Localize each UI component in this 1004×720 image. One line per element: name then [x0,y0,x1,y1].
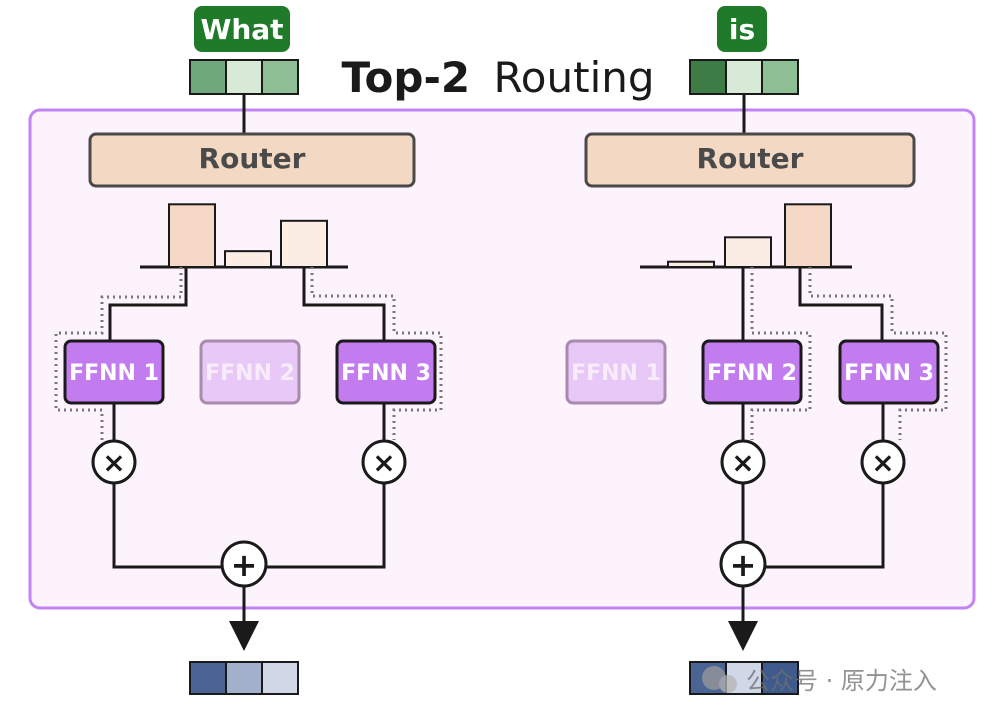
token-label-bg-left [194,6,290,52]
router-label-right: Router [697,142,804,175]
multiply-symbol-1-left: × [102,446,125,479]
multiply-symbol-3-left: × [372,446,395,479]
title-rest: Routing [493,53,654,102]
mult3-to-add-right [765,483,885,569]
add-symbol-left: + [231,546,258,584]
token-vector-right-1 [725,59,763,95]
mult3-to-add-left [266,483,386,569]
route-to-ffnn3-right [798,267,884,340]
ffnn3-box-left [335,339,437,405]
router-box-left [88,132,416,188]
ffnn3-box-right [838,339,940,405]
route-to-ffnn3-left [302,267,386,340]
dotted-path-ffnn3-right [808,267,948,440]
expert-weight-bars-left [168,203,328,269]
ffnn2-box-right [701,339,803,405]
watermark: 公众号 · 原力注入 [702,666,937,695]
watermark-text: 公众号 · 原力注入 [746,667,937,695]
token-label-right: is [729,13,755,46]
output-vector-left-0 [189,661,227,695]
weight-bar-right-expert-1 [667,260,715,269]
wechat-icon-small [719,675,737,693]
token-vector-left-1 [225,59,263,95]
ffnn3-label-left: FFNN 3 [341,361,431,386]
ffnn3-label-right: FFNN 3 [844,361,934,386]
output-vector-left-1 [225,661,263,695]
dotted-path-ffnn3-left [310,267,443,440]
ffnn1-label-right: FFNN 1 [571,361,661,386]
ffnn1-label-left: FFNN 1 [69,361,159,386]
multiply-symbol-2-right: × [731,446,754,479]
token-vector-right-0 [689,59,727,95]
ffnn2-label-right: FFNN 2 [707,361,797,386]
dotted-path-ffnn2-right [750,267,812,440]
output-vector-right-2 [761,661,799,695]
router-box-right [584,132,916,188]
diagram-title: Top-2 Routing [341,53,654,102]
ffnn2-label-left: FFNN 2 [205,361,295,386]
multiply-symbol-3-right: × [871,446,894,479]
ffnn2-box-left [199,339,301,405]
output-vector-left-2 [261,661,299,695]
mult1-to-add-left [112,483,222,569]
title-bold: Top-2 [341,53,470,102]
dotted-path-ffnn1-left [54,267,183,440]
panel-left: What Router FFNN 1 FFNN 2 FFNN 3 × [54,6,443,695]
ffnn1-box-right [565,339,667,405]
token-vector-right-2 [761,59,799,95]
weight-bar-left-expert-3 [280,219,328,269]
token-label-bg-right [717,6,767,52]
expert-weight-bars-right [667,203,832,269]
token-vector-left-0 [189,59,227,95]
router-label-left: Router [199,142,306,175]
weight-bar-left-expert-2 [224,250,272,269]
route-to-ffnn1-left [108,267,188,340]
weight-bar-left-expert-1 [168,203,216,269]
weight-bar-right-expert-2 [724,236,772,269]
weight-bar-right-expert-3 [784,203,832,269]
add-symbol-right: + [730,546,757,584]
token-label-left: What [200,13,283,46]
token-vector-left-2 [261,59,299,95]
